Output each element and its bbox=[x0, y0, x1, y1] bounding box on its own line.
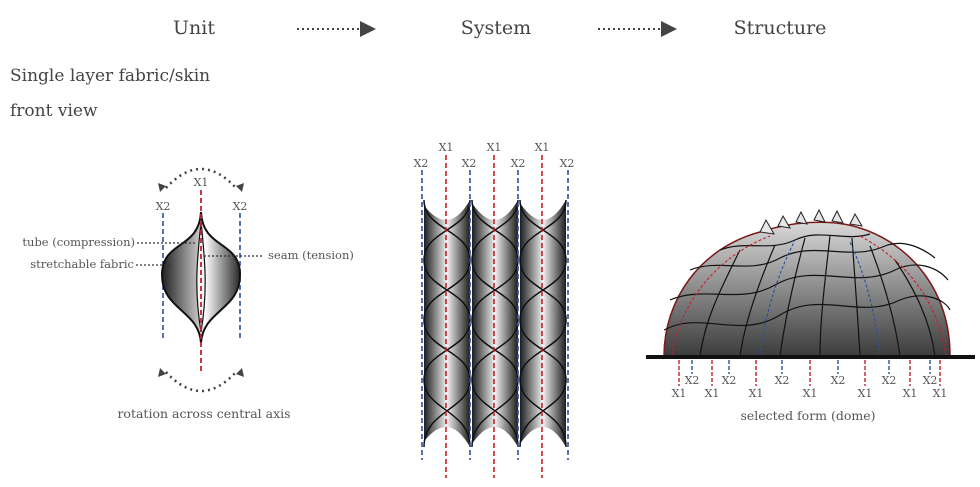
header-system: System bbox=[461, 17, 531, 39]
system-label-x2: X2 bbox=[511, 157, 526, 170]
unit-tube bbox=[196, 221, 206, 333]
dome-shell bbox=[663, 221, 951, 357]
system-label-x1: X1 bbox=[487, 141, 502, 154]
structure-label-x1: X1 bbox=[705, 387, 720, 400]
arrow-head bbox=[158, 183, 166, 192]
header-structure: Structure bbox=[734, 17, 827, 39]
system-label-x1: X1 bbox=[535, 141, 550, 154]
structure-label-x1: X1 bbox=[903, 387, 918, 400]
structure-label-x2: X2 bbox=[831, 374, 846, 387]
system-column bbox=[520, 200, 566, 447]
unit-label-x2-left: X2 bbox=[156, 200, 171, 213]
system-cusps-bottom bbox=[420, 427, 570, 451]
structure-panel: X2 X2 X2 X2 X2 X2 X1 X1 X1 X1 X1 X1 X1 s… bbox=[646, 208, 975, 423]
system-cusps-top bbox=[420, 196, 570, 220]
structure-label-x2: X2 bbox=[882, 374, 897, 387]
unit-panel: X1 X2 X2 tube (compression) stretchable … bbox=[22, 167, 354, 421]
structure-label-x2: X2 bbox=[685, 374, 700, 387]
unit-label-x2-right: X2 bbox=[233, 200, 248, 213]
structure-caption: selected form (dome) bbox=[740, 408, 875, 423]
system-column bbox=[424, 200, 470, 447]
structure-label-x1: X1 bbox=[749, 387, 764, 400]
rotation-arrow-top bbox=[165, 167, 237, 189]
header-unit: Unit bbox=[173, 17, 215, 39]
structure-label-x1: X1 bbox=[933, 387, 948, 400]
unit-caption: rotation across central axis bbox=[117, 406, 290, 421]
rotation-arrow-bottom bbox=[165, 371, 237, 393]
unit-label-x1: X1 bbox=[194, 176, 209, 189]
side-label-fabric: Single layer fabric/skin bbox=[10, 66, 210, 86]
structure-label-x1: X1 bbox=[672, 387, 687, 400]
system-label-x1: X1 bbox=[439, 141, 454, 154]
side-label-view: front view bbox=[10, 101, 98, 121]
system-label-x2: X2 bbox=[414, 157, 429, 170]
structure-label-x2: X2 bbox=[722, 374, 737, 387]
structure-label-x2: X2 bbox=[775, 374, 790, 387]
arrow-head bbox=[158, 368, 166, 377]
system-column bbox=[472, 200, 518, 447]
system-label-x2: X2 bbox=[462, 157, 477, 170]
structure-label-x1: X1 bbox=[803, 387, 818, 400]
arrow-head bbox=[236, 183, 244, 192]
callout-seam: seam (tension) bbox=[268, 248, 354, 262]
system-panel: X1 X1 X1 X2 X2 X2 X2 bbox=[414, 141, 575, 478]
structure-label-x2: X2 bbox=[923, 374, 938, 387]
callout-tube: tube (compression) bbox=[22, 235, 135, 249]
structure-label-x1: X1 bbox=[858, 387, 873, 400]
callout-fabric: stretchable fabric bbox=[30, 257, 134, 271]
arrow-head bbox=[236, 368, 244, 377]
system-label-x2: X2 bbox=[560, 157, 575, 170]
